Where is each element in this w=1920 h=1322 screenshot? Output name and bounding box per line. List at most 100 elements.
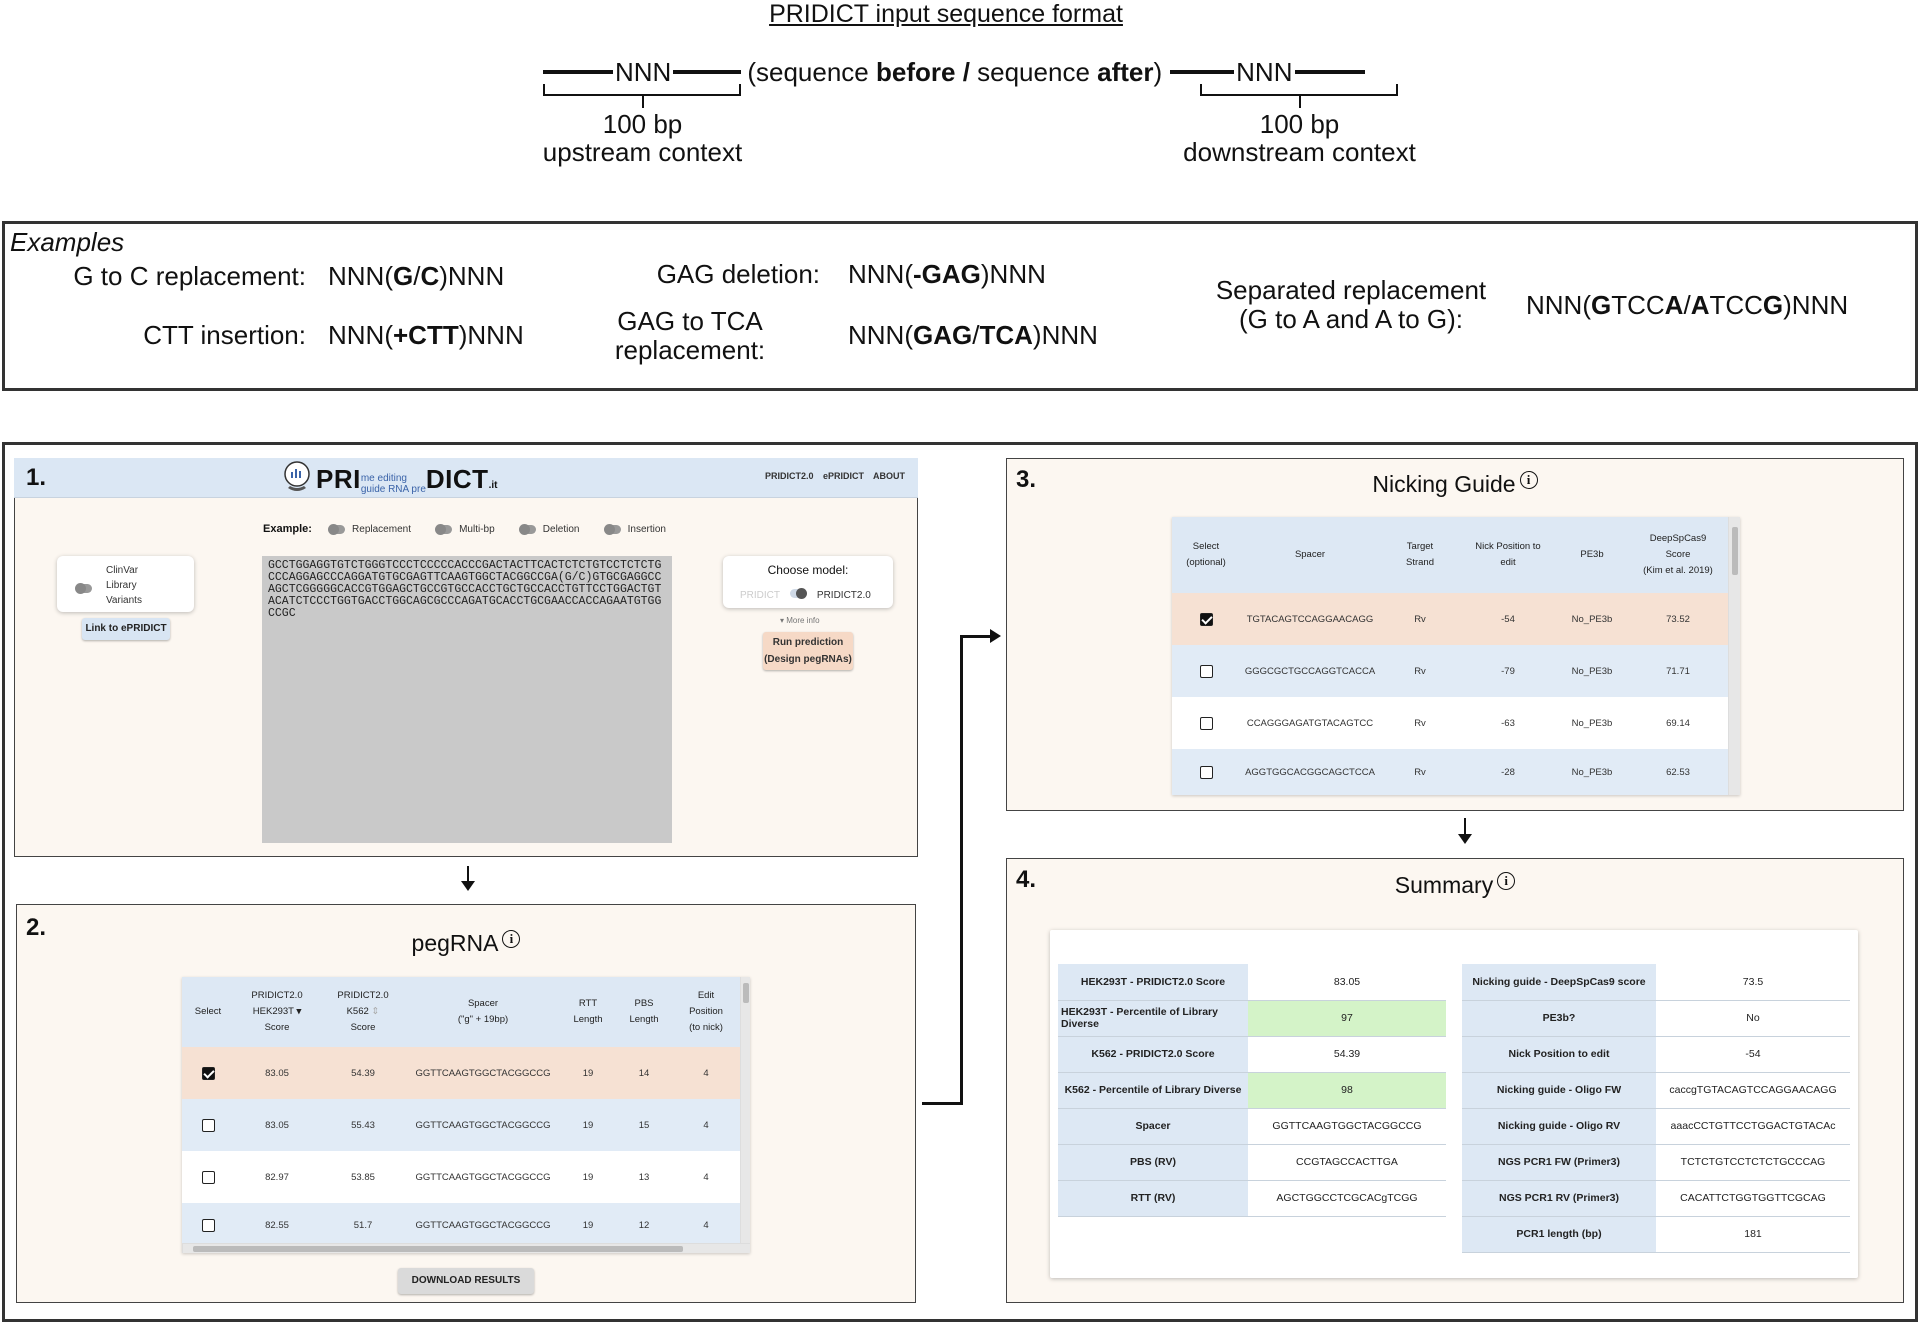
step-number: 1. (26, 464, 47, 491)
arrow-right (990, 629, 1001, 643)
example-label: GAG to TCA replacement: (614, 306, 766, 365)
download-results-button[interactable]: DOWNLOAD RESULTS (398, 1268, 534, 1294)
chevron-down-icon: ▾ (780, 616, 787, 625)
sort-icon[interactable]: ⇕ (371, 1006, 380, 1017)
table-row[interactable]: AGGTGGCACGGCAGCTCCA Rv -28 No_PE3b 62.53 (1172, 749, 1728, 795)
row-checkbox[interactable] (201, 1218, 215, 1232)
example-selector: Example: Replacement Multi-bp Deletion I… (263, 523, 666, 535)
downstream-bracket (1200, 84, 1398, 96)
vertical-scrollbar[interactable] (740, 977, 750, 1243)
row-checkbox[interactable] (1199, 612, 1213, 626)
example-multibp-toggle[interactable]: Multi-bp (435, 523, 495, 535)
nav-about[interactable]: ABOUT (873, 471, 905, 481)
example-insertion-toggle[interactable]: Insertion (603, 523, 666, 535)
arrow-down (467, 866, 469, 883)
upstream-bracket (543, 84, 741, 96)
arrow-down (1464, 818, 1466, 836)
examples-title: Examples (10, 227, 125, 257)
col-header[interactable]: Spacer("g" + 19bp) (406, 977, 560, 1047)
row-checkbox[interactable] (201, 1170, 215, 1184)
examples-box (2, 221, 1918, 391)
table-row[interactable]: GGGCGCTGCCAGGTCACCA Rv -79 No_PE3b 71.71 (1172, 645, 1728, 697)
run-prediction-button[interactable]: Run prediction (Design pegRNAs) (763, 632, 853, 670)
downstream-nnn: NNN (1236, 56, 1293, 87)
workflow-frame (2, 442, 1918, 1322)
summary-row: Nick Position to edit-54 (1462, 1036, 1850, 1073)
table-row[interactable]: TGTACAGTCCAGGAACAGG Rv -54 No_PE3b 73.52 (1172, 593, 1728, 645)
before-word: before (876, 56, 956, 87)
row-checkbox[interactable] (1199, 765, 1213, 779)
nav-epridict[interactable]: ePRIDICT (823, 471, 865, 481)
example-replacement-toggle[interactable]: Replacement (327, 523, 411, 535)
row-checkbox[interactable] (201, 1118, 215, 1132)
col-header[interactable]: PE3b (1556, 517, 1628, 593)
format-title: PRIDICT input sequence format (769, 0, 1123, 28)
link-to-epridict-button[interactable]: Link to ePRIDICT (82, 618, 170, 640)
summary-row: RTT (RV)AGCTGGCCTCGCACgTCGG (1058, 1180, 1446, 1217)
nav-pridict2[interactable]: PRIDICT2.0 (765, 471, 814, 481)
example-value: NNN(GAG/TCA)NNN (848, 320, 1098, 350)
vertical-scrollbar[interactable] (1728, 517, 1740, 795)
info-icon[interactable]: i (1497, 872, 1516, 890)
example-value: NNN(G/C)NNN (328, 261, 505, 291)
example-value: NNN(+CTT)NNN (328, 320, 524, 350)
step-number: 2. (26, 914, 47, 941)
row-checkbox[interactable] (1199, 716, 1213, 730)
row-checkbox[interactable] (1199, 664, 1213, 678)
summary-row: NGS PCR1 FW (Primer3)TCTCTGTCCTCTCTGCCCA… (1462, 1144, 1850, 1181)
table-row[interactable]: 83.05 55.43 GGTTCAAGTGGCTACGGCCG 19 15 4 (182, 1099, 740, 1151)
clinvar-label: ClinVar Library Variants (106, 565, 142, 606)
example-deletion-toggle[interactable]: Deletion (518, 523, 580, 535)
upstream-context: 100 bp upstream context (542, 109, 743, 167)
table-row[interactable]: CCAGGGAGATGTACAGTCC Rv -63 No_PE3b 69.14 (1172, 697, 1728, 749)
model-toggle[interactable]: PRIDICT PRIDICT2.0 (740, 588, 871, 601)
arrow-connector (922, 1102, 962, 1105)
example-value: NNN(-GAG)NNN (848, 259, 1046, 289)
sort-desc-icon[interactable]: ▾ (296, 1006, 302, 1017)
upstream-nnn: NNN (615, 56, 672, 87)
more-info-link[interactable]: ▾ More info (780, 616, 820, 625)
example-label: Separated replacement (G to A and A to G… (1215, 275, 1487, 334)
example-label: G to C replacement: (73, 261, 306, 291)
horizontal-scrollbar[interactable] (182, 1243, 750, 1253)
clinvar-toggle[interactable] (75, 580, 92, 598)
example-label: GAG deletion: (656, 259, 820, 289)
table-row[interactable]: 82.55 51.7 GGTTCAAGTGGCTACGGCCG 19 12 4 (182, 1203, 740, 1247)
choose-model-label: Choose model: (767, 563, 849, 577)
table-row[interactable]: 82.97 53.85 GGTTCAAGTGGCTACGGCCG 19 13 4 (182, 1151, 740, 1203)
info-icon[interactable]: i (1519, 471, 1538, 489)
row-checkbox[interactable] (201, 1066, 215, 1080)
info-icon[interactable]: i (502, 930, 521, 948)
col-header[interactable]: Spacer (1240, 517, 1380, 593)
col-header[interactable]: Select (182, 977, 234, 1047)
summary-row: PE3b?No (1462, 1000, 1850, 1037)
col-header[interactable]: Select(optional) (1172, 517, 1240, 593)
table-row[interactable]: 83.05 54.39 GGTTCAAGTGGCTACGGCCG 19 14 4 (182, 1047, 740, 1099)
summary-row: PCR1 length (bp)181 (1462, 1216, 1850, 1253)
downstream-context: 100 bp downstream context (1183, 109, 1416, 167)
summary-row: NGS PCR1 RV (Primer3)CACATTCTGGTGGTTCGCA… (1462, 1180, 1850, 1217)
sequence-input[interactable]: GCCTGGAGGTGTCTGGGTCCCTCCCCCACCCGACTACTTC… (262, 556, 672, 843)
